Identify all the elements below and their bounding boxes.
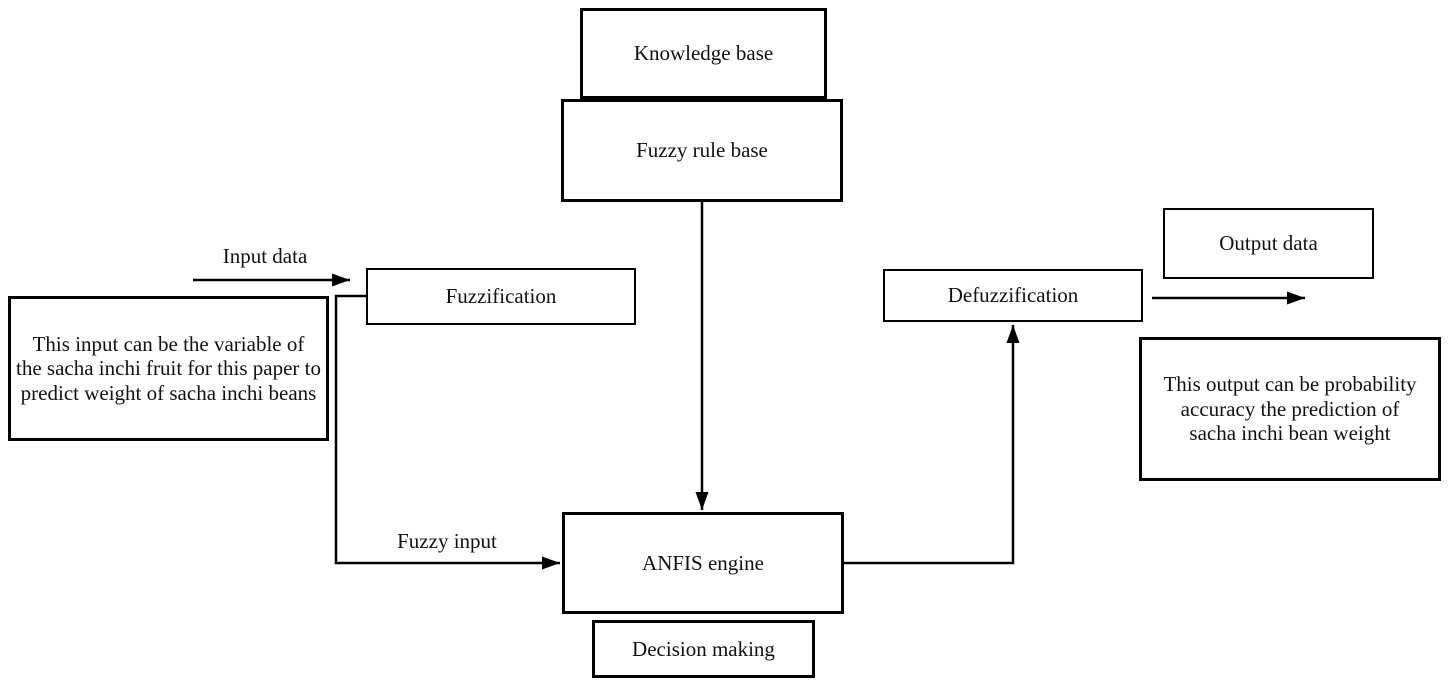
fuzzy-rule-base-label: Fuzzy rule base — [636, 138, 768, 163]
anfis-to-defuzzification-connector — [843, 325, 1020, 565]
output-note-box: This output can be probability accuracy … — [1139, 337, 1441, 481]
fuzzy-input-edge-label: Fuzzy input — [397, 529, 497, 553]
output-note-text: This output can be probability accuracy … — [1163, 372, 1417, 446]
anfis-engine-label: ANFIS engine — [642, 550, 764, 575]
output-data-box: Output data — [1163, 208, 1374, 279]
input-data-edge-label: Input data — [222, 244, 308, 268]
input-note-text: This input can be the variable of the sa… — [16, 331, 321, 405]
knowledge-base-label: Knowledge base — [633, 41, 774, 66]
fuzzification-box: Fuzzification — [366, 268, 636, 325]
defuzzification-box: Defuzzification — [883, 269, 1143, 322]
fuzzification-label: Fuzzification — [445, 284, 557, 309]
fuzzification-to-anfis-connector — [334, 294, 560, 570]
defuzzification-label: Defuzzification — [947, 283, 1079, 308]
output-data-label: Output data — [1219, 231, 1318, 256]
input-note-box: This input can be the variable of the sa… — [8, 296, 329, 441]
fuzzy-rule-base-box: Fuzzy rule base — [561, 99, 843, 202]
decision-making-box: Decision making — [592, 620, 815, 678]
decision-making-label: Decision making — [632, 636, 775, 661]
anfis-engine-box: ANFIS engine — [562, 512, 844, 614]
knowledge-base-box: Knowledge base — [580, 8, 827, 99]
